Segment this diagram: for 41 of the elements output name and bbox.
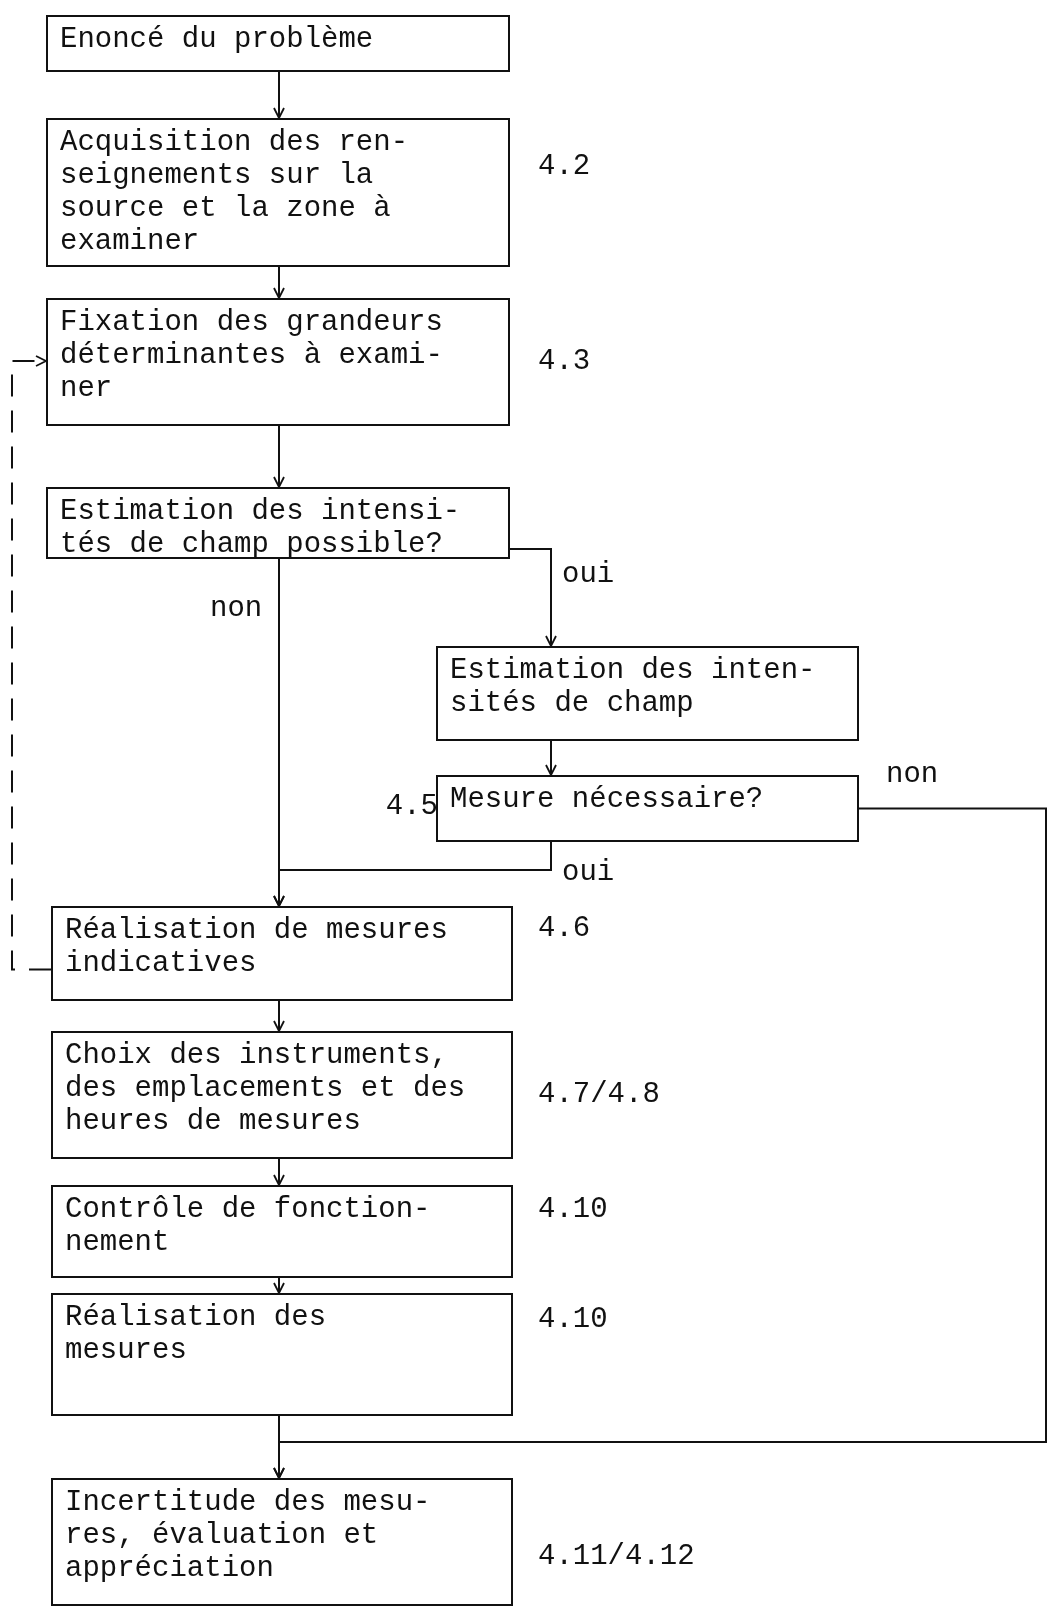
process-box — [46, 487, 510, 559]
arrow — [273, 1415, 285, 1479]
arrow — [509, 548, 557, 647]
box-text: Contrôle de fonction- nement — [65, 1193, 432, 1259]
box-text: Fixation des grandeurs déterminantes à exami- ner — [60, 306, 444, 405]
arrow — [273, 1277, 285, 1294]
section-number: 4.6 — [538, 912, 591, 945]
box-text: Mesure nécessaire? — [450, 783, 765, 816]
arrow — [273, 1000, 285, 1032]
dashed-arrow — [11, 355, 52, 971]
box-text: Enoncé du problème — [60, 23, 375, 56]
process-box — [46, 118, 510, 267]
arrow — [273, 266, 285, 299]
process-box — [51, 1478, 513, 1606]
process-box — [51, 1293, 513, 1416]
process-box — [46, 298, 510, 426]
box-text: Estimation des intensi- tés de champ possible? — [60, 495, 461, 561]
process-box — [51, 1185, 513, 1278]
section-number: 4.2 — [538, 150, 591, 183]
box-text: Acquisition des ren- seignements sur la source et la zone à examiner — [60, 126, 410, 258]
section-number: 4.10 — [538, 1193, 608, 1226]
section-number: 4.7/4.8 — [538, 1078, 660, 1111]
section-number: 4.11/4.12 — [538, 1540, 695, 1573]
box-text: Incertitude des mesu- res, évaluation et appréciation — [65, 1486, 432, 1585]
arrow — [273, 425, 285, 488]
section-number: 4.5 — [385, 790, 438, 823]
process-box — [436, 775, 859, 842]
process-box — [436, 646, 859, 741]
process-box — [51, 1031, 513, 1159]
section-number: 4.3 — [538, 345, 591, 378]
box-text: Réalisation de mesures indicatives — [65, 914, 449, 980]
arrow — [545, 740, 557, 776]
box-text: Choix des instruments, des emplacements et des heures de mesures — [65, 1039, 466, 1138]
arrow — [273, 1158, 285, 1186]
box-text: Réalisation des mesures — [65, 1301, 327, 1367]
arrow — [273, 841, 552, 907]
process-box — [46, 15, 510, 72]
section-number: 4.10 — [538, 1303, 608, 1336]
box-text: Estimation des inten- sités de champ — [450, 654, 817, 720]
arrow — [273, 71, 285, 119]
process-box — [51, 906, 513, 1001]
